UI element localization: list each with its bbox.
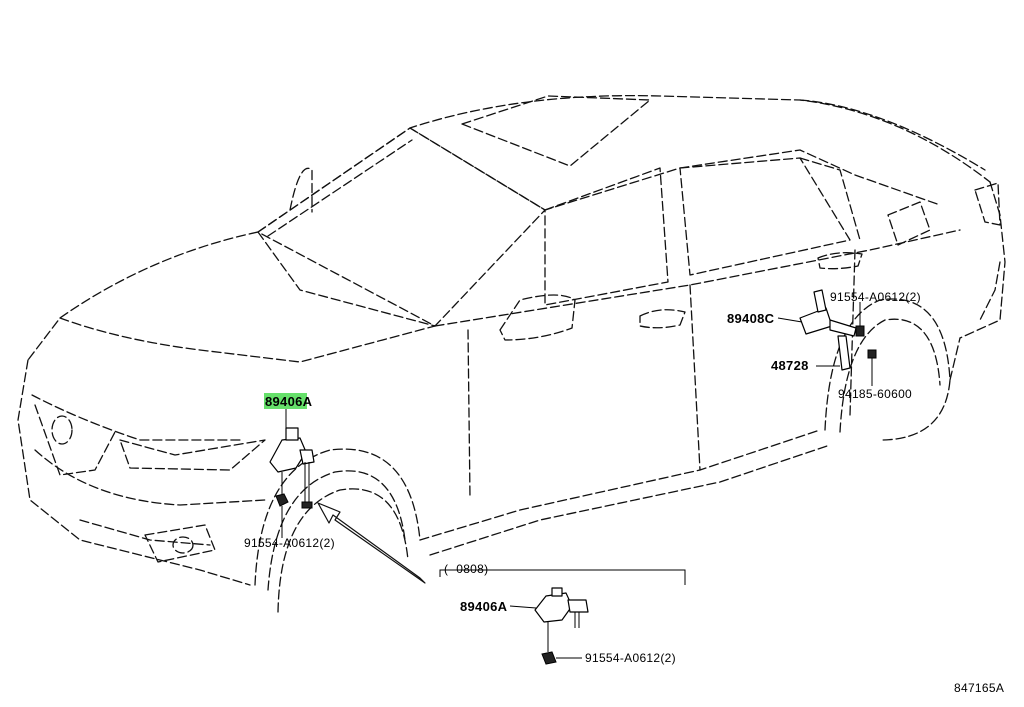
callout-arrow xyxy=(317,502,426,584)
label-inset-range: ( -0808) xyxy=(444,562,488,576)
inset-bracket xyxy=(439,569,686,585)
label-rear-nut[interactable]: 94185-60600 xyxy=(838,387,912,401)
car-body-outline xyxy=(17,94,1006,613)
rear-bolt xyxy=(855,302,865,337)
front-height-sensor xyxy=(269,408,315,509)
rear-link xyxy=(816,335,851,371)
label-inset-sensor[interactable]: 89406A xyxy=(460,599,508,614)
label-front-sensor[interactable]: 89406A xyxy=(265,394,313,409)
inset-bolt xyxy=(541,622,582,665)
label-inset-bolt[interactable]: 91554-A0612(2) xyxy=(585,651,676,665)
inset-height-sensor xyxy=(509,587,589,628)
rear-nut xyxy=(867,349,877,386)
label-highlight xyxy=(264,393,307,409)
label-rear-sensor[interactable]: 89408C xyxy=(727,311,775,326)
label-rear-bolt[interactable]: 91554-A0612(2) xyxy=(830,290,921,304)
label-rear-link[interactable]: 48728 xyxy=(771,358,809,373)
front-bolt xyxy=(275,472,289,538)
label-front-bolt[interactable]: 91554-A0612(2) xyxy=(244,536,335,550)
figure-code: 847165A xyxy=(954,681,1004,695)
rear-height-sensor xyxy=(777,289,857,337)
